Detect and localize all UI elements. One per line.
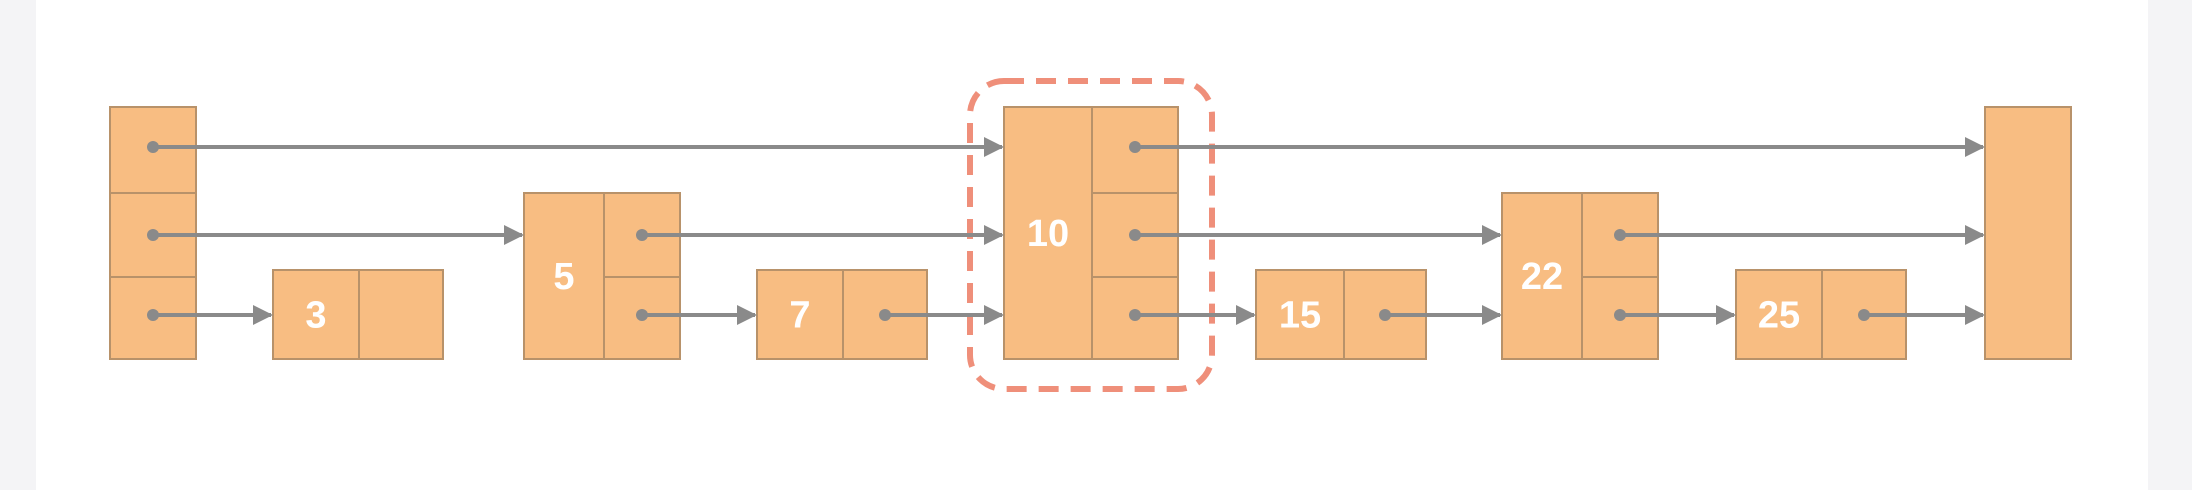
node-tail <box>1984 106 2072 360</box>
node-n3: 3 <box>272 269 444 360</box>
node-n5: 5 <box>523 192 681 360</box>
node-value: 5 <box>553 256 574 298</box>
node-value: 10 <box>1027 213 1069 255</box>
node-box <box>1984 106 2072 360</box>
node-value: 7 <box>789 295 810 337</box>
node-n22: 22 <box>1501 192 1659 360</box>
node-value: 3 <box>305 295 326 337</box>
node-value: 25 <box>1758 295 1800 337</box>
node-n25: 25 <box>1735 269 1907 360</box>
node-value: 22 <box>1521 256 1563 298</box>
node-value: 15 <box>1279 295 1321 337</box>
